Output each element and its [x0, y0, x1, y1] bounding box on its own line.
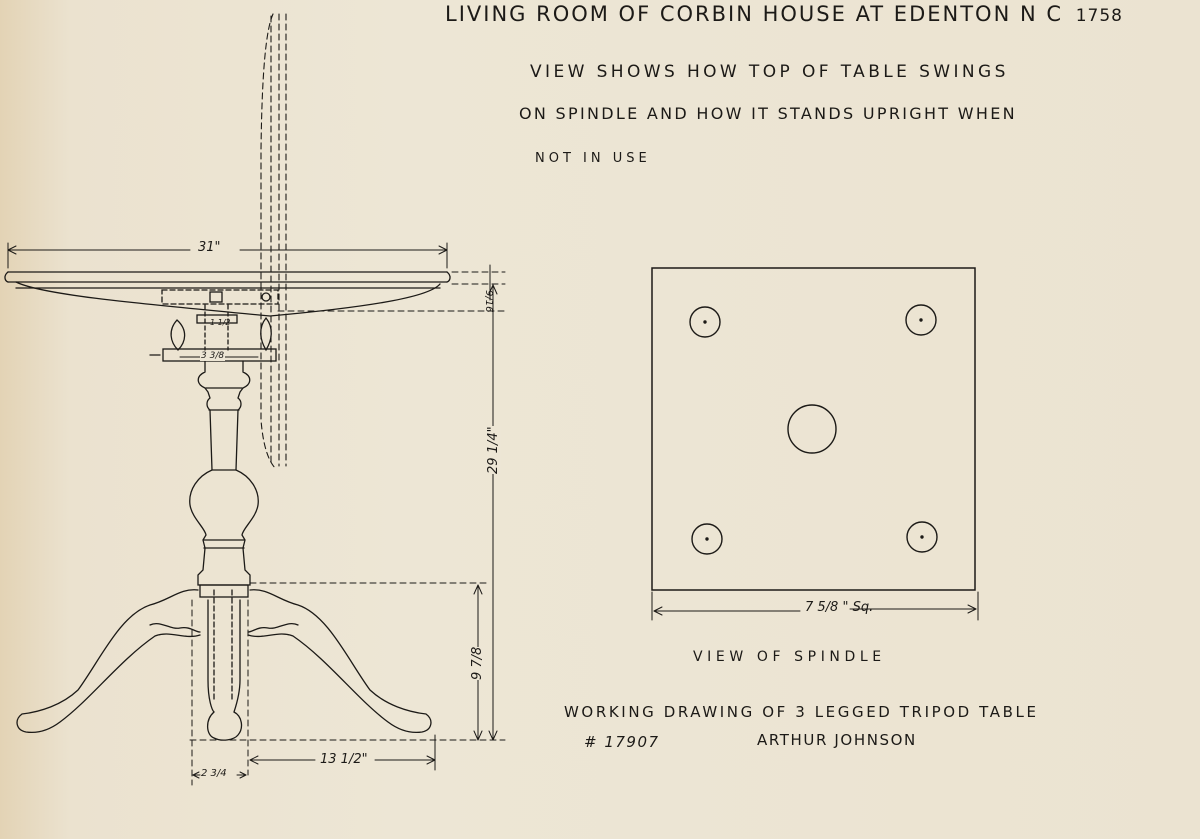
dim-label-block-inner: 1 1/2 — [210, 318, 231, 327]
drawing-title: LIVING ROOM OF CORBIN HOUSE AT EDENTON N… — [445, 2, 1123, 26]
dim-label-block-width: 3 3/8 — [200, 351, 226, 361]
table-top — [4, 271, 451, 317]
dim-label-top-thickness: 9/16 — [483, 290, 494, 313]
dim-label-top-width: 31" — [198, 240, 221, 255]
dim-label-total-height: 29 1/4" — [486, 426, 501, 474]
description-line-2: ON SPINDLE AND HOW IT STANDS UPRIGHT WHE… — [519, 104, 1017, 123]
spindle-square — [651, 267, 976, 591]
plate-number: # 17907 — [584, 733, 660, 751]
dim-heights — [179, 284, 506, 786]
working-drawing-title: WORKING DRAWING OF 3 LEGGED TRIPOD TABLE — [564, 703, 1039, 721]
dim-top-thickness — [277, 264, 506, 312]
dim-label-foot-width: 2 3/4 — [201, 768, 227, 779]
spindle-view-label: VIEW OF SPINDLE — [693, 649, 886, 665]
dim-label-leg-spread: 13 1/2" — [320, 752, 368, 767]
description-line-1: VIEW SHOWS HOW TOP OF TABLE SWINGS — [530, 62, 1009, 82]
dim-top-width — [7, 242, 448, 269]
dim-label-spindle-width: 7 5/8 " Sq. — [805, 600, 874, 615]
tilt-block — [149, 289, 279, 362]
dim-spindle-width — [651, 591, 979, 621]
title-text: LIVING ROOM OF CORBIN HOUSE AT EDENTON N… — [445, 2, 1064, 26]
artist-name: ARTHUR JOHNSON — [757, 731, 917, 749]
tripod-legs — [16, 584, 432, 741]
title-year: 1758 — [1075, 6, 1123, 26]
dim-label-leg-height: 9 7/8 — [470, 646, 485, 680]
description-line-3: NOT IN USE — [535, 151, 651, 166]
spindle-holes — [689, 304, 938, 555]
pedestal-column — [189, 360, 259, 586]
upright-top-dashed — [260, 13, 287, 469]
